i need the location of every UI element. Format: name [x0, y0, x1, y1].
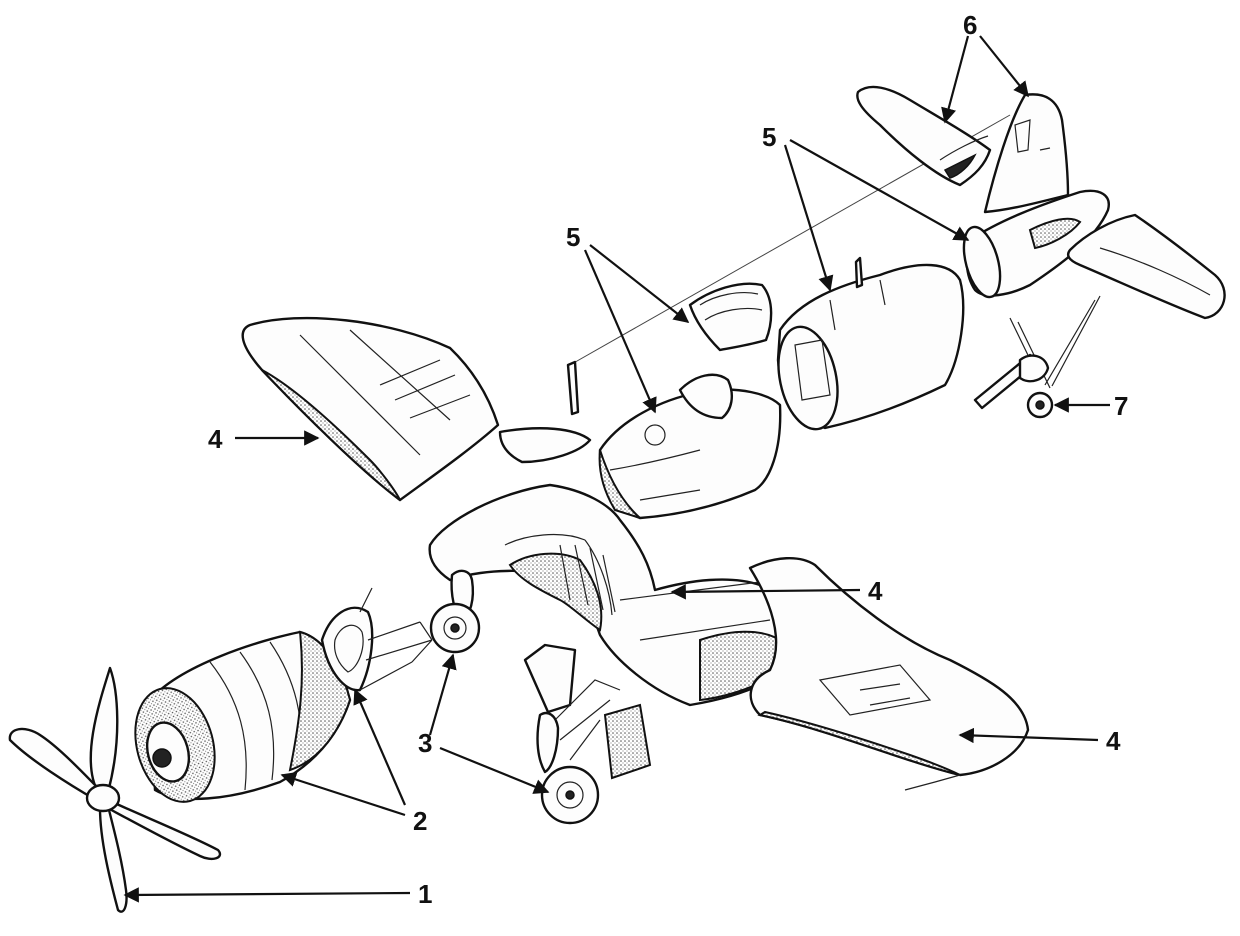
callout-5-left: 5 [566, 222, 580, 252]
callout-4-left: 4 [208, 424, 223, 454]
vertical-stabilizer [983, 93, 1070, 214]
left-landing-gear [429, 569, 481, 654]
callout-7: 7 [1114, 391, 1128, 421]
horizontal-stabilizer-right [1066, 213, 1226, 320]
tail-cone [962, 189, 1110, 299]
callout-5-right: 5 [762, 122, 776, 152]
windshield-frame [566, 360, 580, 416]
left-outer-wing [241, 316, 592, 502]
engine [134, 630, 352, 803]
horizontal-stabilizer-left [856, 85, 992, 187]
callout-4-right: 4 [1106, 726, 1121, 756]
callout-4-center: 4 [868, 576, 883, 606]
right-landing-gear [523, 643, 652, 825]
propeller [8, 666, 222, 913]
center-wing-section [428, 483, 788, 707]
leader-lines [123, 35, 1110, 903]
callout-2: 2 [413, 806, 427, 836]
callout-6: 6 [963, 10, 977, 40]
canopy [688, 282, 773, 352]
callout-1: 1 [418, 879, 432, 909]
callout-3: 3 [418, 728, 432, 758]
cockpit-fuselage [598, 373, 782, 520]
right-outer-wing [748, 556, 1030, 791]
engine-mount [320, 587, 433, 692]
aft-fuselage [776, 256, 965, 431]
tail-wheel-assembly [973, 295, 1101, 419]
